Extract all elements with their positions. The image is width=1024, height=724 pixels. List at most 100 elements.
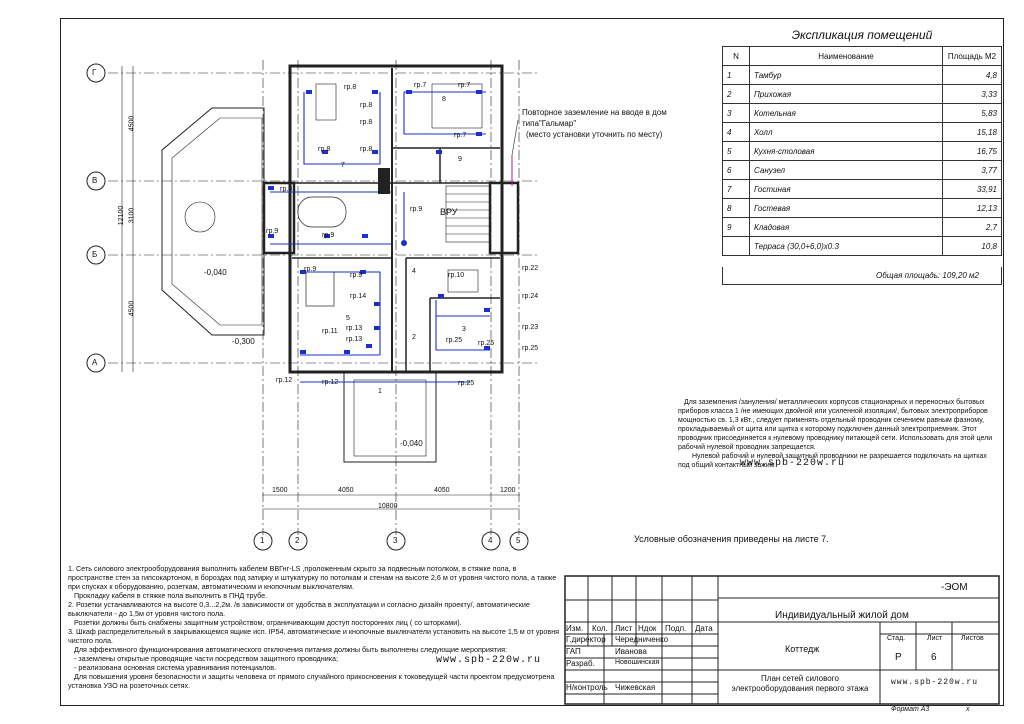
room-number-9: 9	[458, 156, 462, 163]
group-label: гр.9	[322, 232, 335, 239]
group-label: гр.13	[346, 325, 363, 332]
stamp-header-data: Дата	[695, 624, 713, 633]
stamp-header-izm: Изм.	[566, 624, 584, 633]
stamp-sheet-label: Лист	[927, 635, 943, 642]
stamp-role: Г.директор	[566, 635, 606, 644]
level-mark-porch: -0,040	[400, 439, 423, 448]
group-label: гр.9	[350, 272, 363, 279]
group-label: гр.7	[454, 132, 467, 139]
cell-area: 10,8	[942, 236, 1002, 256]
axis-label-5: 5	[516, 536, 521, 545]
group-label: гр.8	[360, 102, 373, 109]
stamp-name: Чижевская	[615, 683, 656, 692]
watermark-text: www.spb-220w.ru	[891, 678, 979, 687]
stamp-header-ndok: Ндок	[638, 624, 657, 633]
group-label: гр.8	[344, 84, 357, 91]
room-number-4: 4	[412, 268, 416, 275]
group-label: гр.9	[304, 266, 317, 273]
note-item: Для повышения уровня безопасности и защи…	[68, 672, 555, 690]
stamp-role: ГАП	[566, 647, 581, 656]
sheet-frame	[60, 18, 1004, 706]
room-number-8: 8	[442, 96, 446, 103]
stamp-name: Иванова	[615, 647, 647, 656]
grounding-text: Для заземления /зануления/ металлических…	[678, 398, 998, 470]
group-label: гр.24	[522, 293, 539, 300]
axis-label-2: 2	[295, 536, 300, 545]
axis-label-v: В	[92, 176, 98, 185]
stamp-sheets-label: Листов	[961, 635, 984, 642]
axis-label-1: 1	[260, 536, 265, 545]
group-label: гр.14	[350, 293, 367, 300]
group-label: гр.22	[522, 265, 539, 272]
group-label: гр.8	[360, 146, 373, 153]
group-label: гр.12	[322, 379, 339, 386]
stamp-x: х	[966, 706, 970, 713]
note-item: 3. Шкаф распределительный в закрывающемс…	[68, 627, 560, 645]
note-item: Для эффективного функционирования автома…	[74, 645, 507, 654]
stamp-header-podp: Подп.	[665, 624, 687, 633]
axis-label-g: Г	[92, 68, 97, 77]
legend-note: Условные обозначения приведены на листе …	[634, 534, 829, 544]
dim-bottom-3: 4050	[434, 487, 450, 494]
dim-bottom-2: 4050	[338, 487, 354, 494]
group-label: гр.7	[458, 82, 471, 89]
group-label: гр.25	[522, 345, 539, 352]
total-area: Общая площадь: 109,20 м2	[722, 267, 1002, 285]
stamp-format: Формат А3	[891, 706, 930, 713]
note-item: - реализована основная система уравниван…	[74, 663, 277, 672]
explication-title: Экспликация помещений	[791, 28, 933, 42]
stamp-stage-label: Стад.	[887, 635, 906, 642]
stamp-name: Новошинская	[615, 659, 660, 666]
stamp-header-list: Лист	[615, 624, 633, 633]
dim-bottom-4: 1200	[500, 487, 516, 494]
group-label: гр.8	[360, 119, 373, 126]
grounding-paragraph-2: Нулевой рабочий и нулевой защитный прово…	[678, 453, 987, 469]
room-number-1: 1	[378, 388, 382, 395]
stamp-role: Разраб.	[566, 659, 595, 668]
dim-total: 10800	[378, 503, 398, 510]
axis-label-3: 3	[393, 536, 398, 545]
axis-label-a: А	[92, 358, 98, 367]
stamp-stage: Р	[895, 652, 902, 663]
note-item: 2. Розетки устанавливаются на высоте 0,3…	[68, 600, 530, 618]
stamp-code: -ЭОМ	[941, 582, 968, 593]
watermark-text: www.spb-220w.ru	[740, 458, 846, 469]
grounding-callout-3: (место установки уточнить по месту)	[526, 130, 663, 139]
axis-label-b: Б	[92, 250, 98, 259]
group-label: гр.8	[280, 186, 293, 193]
title-block: -ЭОМ Индивидуальный жилой дом Изм. Кол. …	[565, 576, 999, 713]
group-label: гр.23	[522, 324, 539, 331]
level-mark-left: -0,300	[232, 337, 255, 346]
stamp-name: Чередниченко	[615, 635, 669, 644]
group-label: гр.11	[322, 328, 338, 335]
stamp-role: Н/контроль	[566, 683, 608, 692]
stamp-project: Индивидуальный жилой дом	[775, 610, 909, 621]
stamp-object: Коттедж	[785, 644, 820, 654]
group-label: гр.9	[410, 206, 423, 213]
group-label: гр.8	[318, 146, 331, 153]
stamp-sheet: 6	[931, 652, 937, 663]
level-mark-terrace: -0,040	[204, 268, 227, 277]
note-item: 1. Сеть силового электрооборудования вып…	[68, 564, 557, 591]
vru-label: ВРУ	[440, 207, 458, 217]
group-label: гр.25	[446, 337, 463, 344]
group-label: гр.12	[276, 377, 293, 384]
grounding-paragraph-1: Для заземления /зануления/ металлических…	[678, 399, 993, 451]
group-label: гр.9	[266, 228, 279, 235]
room-number-3: 3	[462, 326, 466, 333]
axis-label-4: 4	[488, 536, 493, 545]
note-item: - заземлены открытые проводящие части по…	[74, 654, 339, 663]
group-label: гр.7	[414, 82, 427, 89]
general-notes: 1. Сеть силового электрооборудования вып…	[68, 564, 563, 690]
group-label: гр.10	[448, 272, 465, 279]
